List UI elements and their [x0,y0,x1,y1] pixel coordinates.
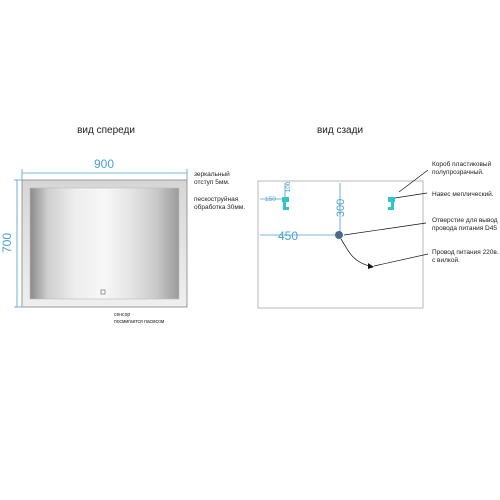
hanger-note: Навес меплический. [432,190,494,198]
front-width-label: 900 [94,157,114,171]
sandblast-note-line1: пескоструйная [194,195,239,203]
hanger-right-icon [388,197,395,210]
mirror-glass [29,187,180,300]
front-width-dimension: 900 [21,157,188,180]
box-note-line2: полупрозрачный. [432,168,484,176]
cable-leader-line [373,253,429,267]
back-view: вид сзади 150 100 300 450 [257,125,499,309]
hanger-leader-line [394,192,428,199]
power-cable [340,238,371,267]
mirror-offset-note-line2: отступ 5мм. [194,179,230,186]
sandblast-note-line2: обработка 30мм. [194,203,245,211]
sensor-note-line1: сенсор [114,312,130,318]
cable-hole-icon [335,231,343,239]
back-view-title: вид сзади [317,125,363,136]
dim-150-label: 150 [265,196,276,203]
hole-note-line1: Отверстие для вывод [432,217,498,224]
hole-leader-line [343,222,427,236]
sensor-note-line2: посмигается пасмсом [114,319,165,325]
front-height-dimension: 700 [0,179,22,308]
cable-note-line1: Провод питания 220в. [432,249,499,256]
mirror-offset-note-line1: зеркальный [194,170,230,178]
box-leader-line [398,169,429,193]
back-panel-outline [257,180,424,309]
front-height-label: 700 [0,233,14,253]
front-notes: зеркальный отступ 5мм. пескоструйная обр… [114,170,245,325]
dim-100-label: 100 [285,181,292,192]
box-note-line1: Короб пластиковый [432,160,492,168]
plug-icon [368,263,374,269]
hole-note-line2: провода питания D45 [432,225,497,232]
hanger-left-icon [282,197,289,210]
back-notes: Короб пластиковый полупрозрачный. Навес … [432,160,499,264]
dim-300-label: 300 [335,199,347,217]
dim-450-label: 450 [278,229,298,243]
front-view-title: вид спереди [77,125,135,136]
sensor-button [100,289,106,295]
front-view: вид спереди 900 700 зеркальный отступ 5м… [0,125,245,325]
cable-note-line2: с вилкой. [432,256,460,264]
